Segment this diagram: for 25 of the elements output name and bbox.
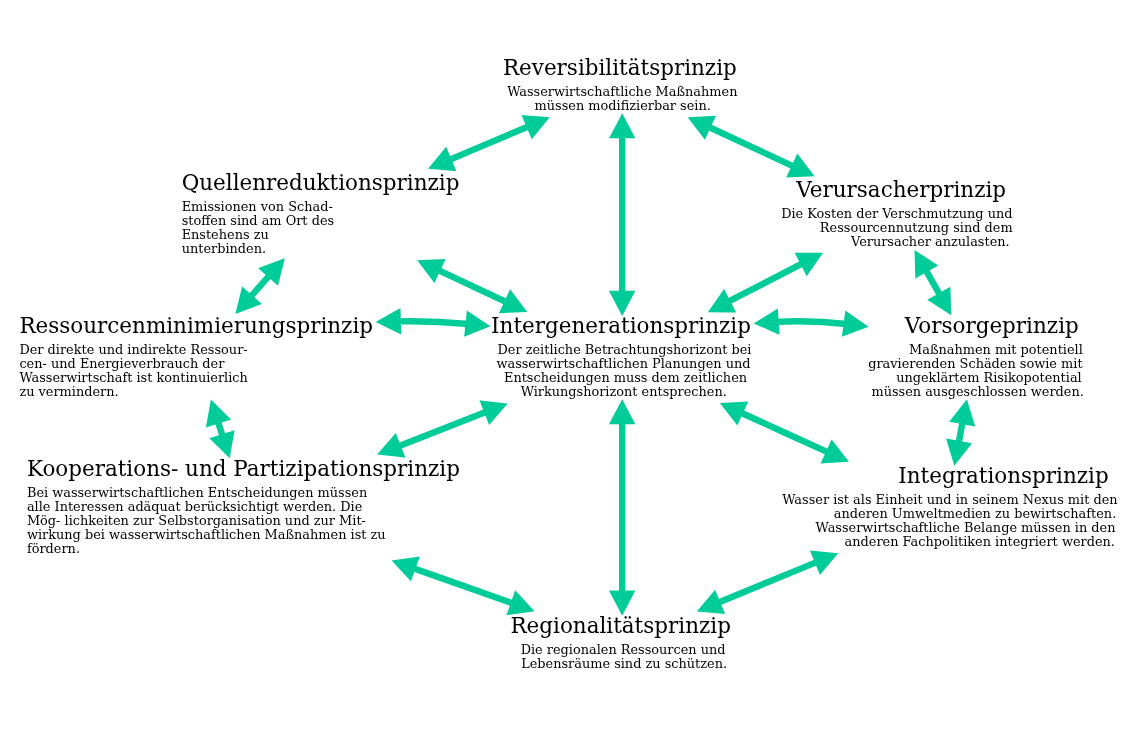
arrow — [205, 399, 235, 459]
node-text: Regionalitätsprinzip Die regionalen Ressourcen und Lebensräume sind zu schützen. — [510, 612, 731, 671]
arrow — [707, 252, 824, 313]
arrow — [687, 115, 815, 178]
arrow — [753, 308, 869, 337]
node-text: Quellenreduktionsprinzip Emissionen von Schad- stoffen sind am Ort des Enstehens zu unterbinden. — [181, 169, 460, 256]
arrow — [608, 113, 636, 317]
arrow — [417, 258, 528, 314]
arrow — [235, 258, 285, 315]
node-text: Verursacherprinzip Die Kosten der Verschmutzung und Ressourcennutzung sind dem Verursacher anzulasten. — [781, 177, 1013, 250]
node-text: Intergenerationsprinzip Der zeitliche Betrachtungshorizont bei wasserwirtschaftlichen Planungen und Entscheidungen muss dem zeitlichen Wirkungshorizont entsprechen. — [491, 312, 752, 399]
node-text: Reversibilitätsprinzip Wasserwirtschaftliche Maßnahmen müssen modifizierbar sein. — [502, 54, 738, 113]
arrow — [377, 400, 508, 458]
node-text: Integrationsprinzip Wasser ist als Einheit und in seinem Nexus mit den anderen Umweltmedien zu bewirtschaften. Wasserwirtschaftliche Belange müssen in den anderen Fachpolitiken integriert werden. — [782, 462, 1118, 549]
arrow — [608, 399, 636, 616]
node-text: Ressourcenminimierungsprinzip Der direkte und indirekte Ressour- cen- und Energieverbrauch der Wasserwirtschaft ist kontinuierlich zu vermindern. — [19, 312, 374, 399]
arrow — [375, 308, 491, 337]
node-text: Vorsorgeprinzip Maßnahmen mit potentiell gravierenden Schäden sowie mit ungeklärtem Risikopotential müssen ausgeschlossen werden. — [868, 312, 1084, 399]
arrow — [946, 399, 976, 466]
arrow — [914, 250, 952, 316]
arrow — [391, 556, 535, 616]
arrow — [428, 115, 550, 172]
node-text: Kooperations- und Partizipationsprinzip Bei wasserwirtschaftlichen Entscheidungen müssen alle Interessen adäquat berücksichtigt werden. Die Mög- lichkeiten zur Selbstorganisation und zur Mit- wirkung bei wasserwirtschaftlichen Maßnahmen ist zu fördern. — [26, 456, 460, 557]
arrow — [696, 550, 839, 615]
arrow — [719, 401, 849, 464]
